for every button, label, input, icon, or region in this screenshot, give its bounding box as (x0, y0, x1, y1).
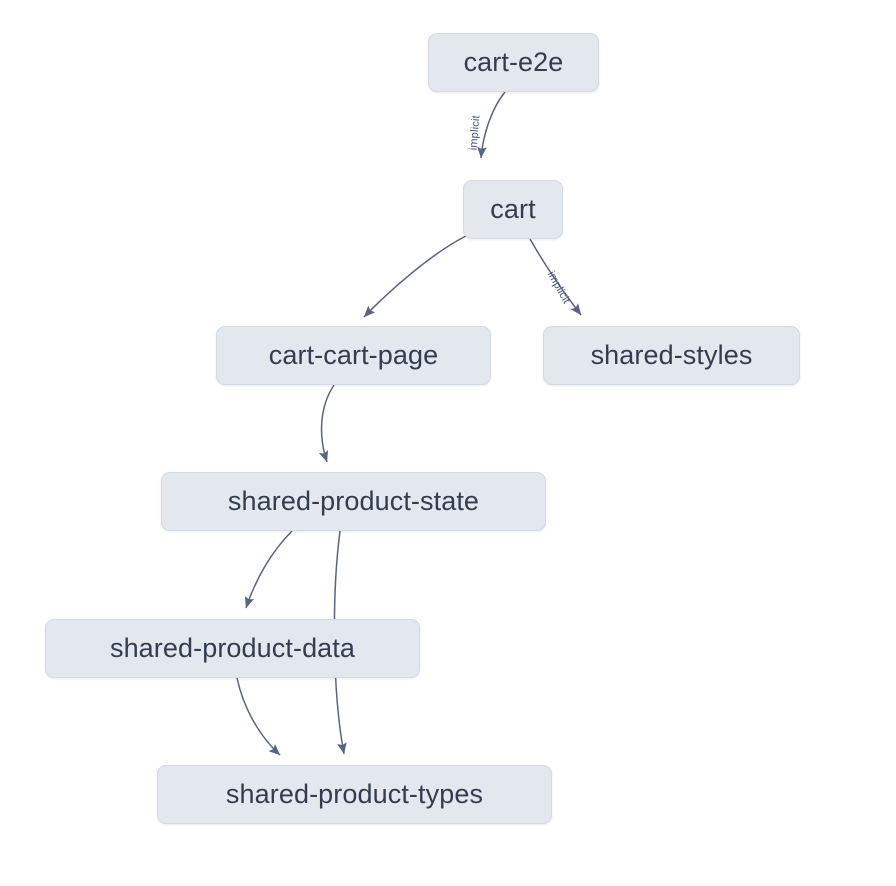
graph-node-shared-product-state[interactable]: shared-product-state (161, 472, 546, 531)
edge-label-implicit-2: implicit (545, 269, 573, 306)
node-label: shared-product-types (225, 779, 484, 809)
graph-node-shared-styles[interactable]: shared-styles (543, 326, 800, 385)
edge-cart-cart-page-to-shared-product-state (318, 384, 335, 463)
node-label: shared-product-data (109, 633, 356, 663)
node-label: cart-e2e (463, 47, 564, 77)
edge-shared-product-state-to-shared-product-data (244, 530, 293, 609)
node-label: shared-styles (590, 340, 753, 370)
edge-label-implicit-1: implicit (467, 115, 482, 151)
edge-cart-to-shared-styles (529, 238, 582, 316)
graph-node-cart-cart-page[interactable]: cart-cart-page (216, 326, 491, 385)
edge-cart-to-cart-cart-page (363, 235, 467, 318)
edge-cart-e2e-to-cart (477, 91, 506, 159)
graph-node-cart-e2e[interactable]: cart-e2e (428, 33, 599, 92)
graph-node-cart[interactable]: cart (463, 180, 563, 239)
node-label: cart-cart-page (268, 340, 439, 370)
graph-node-shared-product-types[interactable]: shared-product-types (157, 765, 552, 824)
edge-shared-product-data-to-shared-product-types (236, 677, 281, 756)
node-label: shared-product-state (227, 486, 480, 516)
node-label: cart (490, 194, 536, 224)
graph-node-shared-product-data[interactable]: shared-product-data (45, 619, 420, 678)
